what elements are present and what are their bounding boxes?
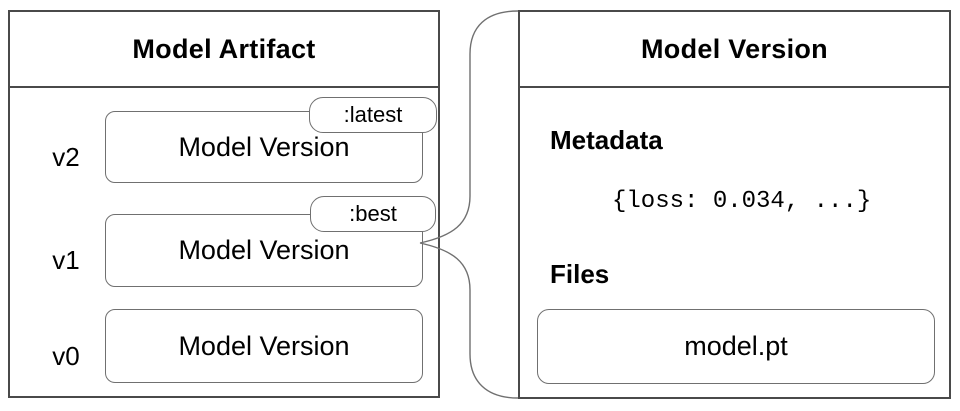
- version-box-v0-label: Model Version: [178, 330, 350, 361]
- version-row-label-v2: v2: [52, 142, 80, 172]
- version-row-label-v1: v1: [52, 245, 80, 275]
- model-version-detail-panel: Model Version Metadata {loss: 0.034, ...…: [518, 10, 951, 399]
- model-artifact-title: Model Artifact: [10, 12, 438, 88]
- alias-tag-latest-label: :latest: [343, 102, 403, 127]
- model-version-detail-title: Model Version: [520, 12, 949, 88]
- files-heading: Files: [550, 259, 610, 289]
- file-name: model.pt: [684, 331, 788, 361]
- alias-tag-best: :best: [310, 196, 436, 232]
- alias-tag-best-label: :best: [349, 201, 397, 226]
- file-box: model.pt: [537, 309, 935, 384]
- metadata-value: {loss: 0.034, ...}: [612, 188, 872, 215]
- alias-tag-latest: :latest: [309, 97, 437, 133]
- version-box-v0: Model Version: [105, 309, 423, 383]
- metadata-heading: Metadata: [550, 125, 663, 155]
- version-row-label-v0: v0: [52, 341, 80, 371]
- version-box-v1: Model Version: [105, 214, 423, 287]
- version-box-v2-label: Model Version: [178, 131, 350, 162]
- version-box-v1-label: Model Version: [178, 235, 350, 265]
- model-artifact-panel: Model Artifact v2 Model Version :latest …: [8, 10, 440, 398]
